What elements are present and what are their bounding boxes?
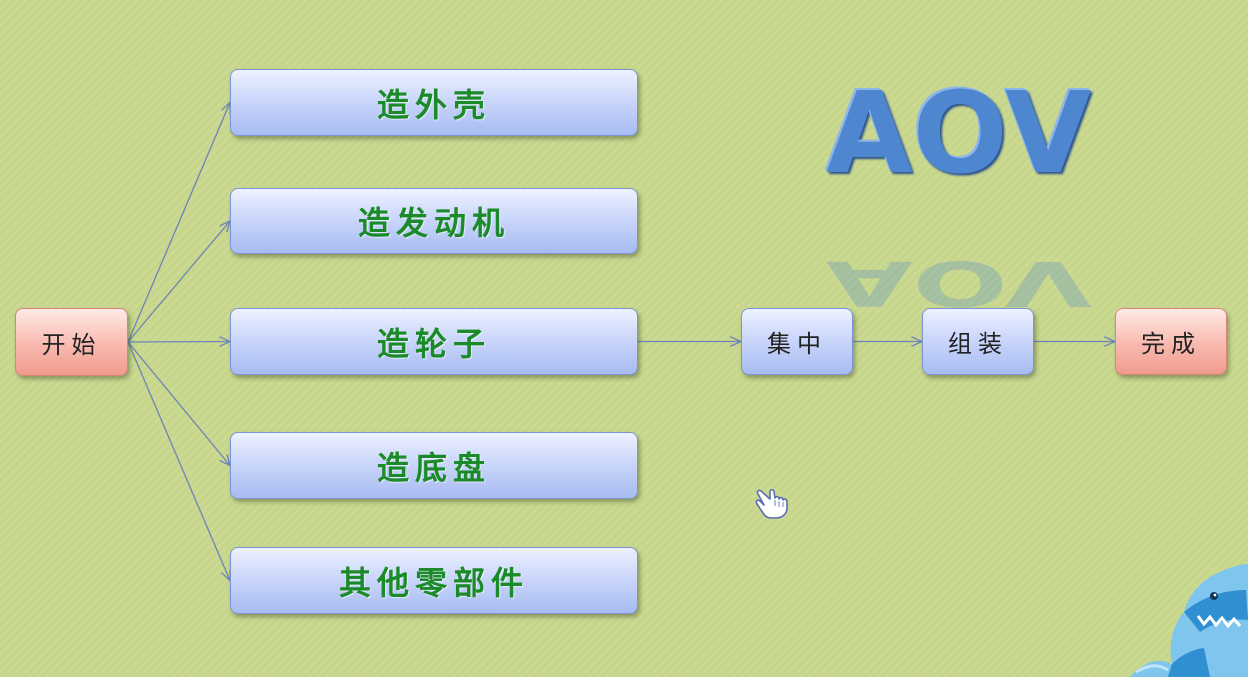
- node-finish: 完成: [1115, 308, 1227, 375]
- edge-start-to-chassis: [127, 341, 230, 466]
- aov-title-reflection: AOV: [826, 247, 1092, 319]
- pointing-hand-cursor-icon: [755, 488, 788, 519]
- node-engine-label: 造发动机: [357, 204, 510, 242]
- edge-start-to-shell: [127, 103, 230, 343]
- edge-start-to-wheels: [127, 342, 230, 343]
- node-parts-label: 其他零部件: [338, 563, 529, 602]
- node-wheels-label: 造轮子: [376, 324, 491, 363]
- node-wheels: 造轮子: [230, 308, 638, 375]
- edge-start-to-engine: [127, 221, 230, 343]
- node-assemble: 组装: [922, 308, 1034, 375]
- node-assemble-label: 组装: [948, 330, 1008, 358]
- node-gather-label: 集中: [767, 330, 827, 358]
- node-shell: 造外壳: [230, 69, 638, 136]
- node-start: 开始: [15, 308, 128, 376]
- node-engine: 造发动机: [230, 188, 638, 254]
- shark-logo-icon: [1130, 564, 1248, 677]
- node-parts: 其他零部件: [230, 547, 638, 614]
- aov-title: AOV: [826, 69, 1092, 199]
- edge-start-to-parts: [127, 341, 230, 581]
- node-gather: 集中: [741, 308, 853, 375]
- node-chassis: 造底盘: [230, 432, 638, 499]
- node-start-label: 开始: [41, 330, 102, 359]
- node-chassis-label: 造底盘: [376, 448, 491, 487]
- node-finish-label: 完成: [1141, 330, 1201, 358]
- node-shell-label: 造外壳: [376, 85, 491, 124]
